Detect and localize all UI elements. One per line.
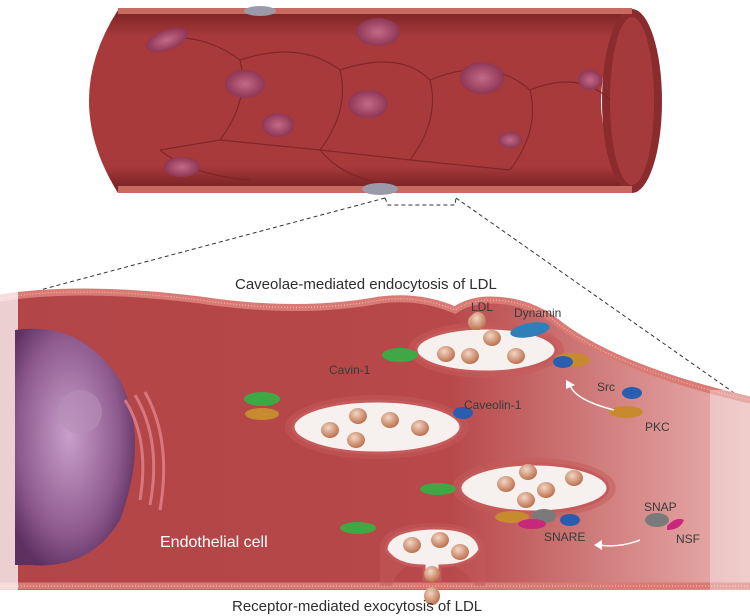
- ldl-particle: [403, 537, 421, 553]
- label-ldl: LDL: [471, 300, 494, 314]
- label-cavin: Cavin-1: [329, 363, 371, 377]
- snap-free: [645, 513, 669, 527]
- ldl-particle: [565, 470, 583, 486]
- label-nsf: NSF: [676, 532, 700, 546]
- cavin-protein: [244, 392, 280, 406]
- blood-vessel: [89, 6, 662, 195]
- src-protein: [560, 514, 580, 526]
- ldl-particle: [424, 587, 440, 605]
- label-snare: SNARE: [544, 530, 586, 544]
- exocytosis-vesicle: [380, 522, 485, 605]
- ldl-particle: [321, 422, 339, 438]
- pkc-protein: [245, 408, 279, 420]
- ldl-particle: [537, 482, 555, 498]
- pkc-free: [609, 406, 643, 418]
- title-top: Caveolae-mediated endocytosis of LDL: [235, 276, 497, 293]
- cavin-protein: [382, 348, 418, 362]
- ldl-particle-entering: [470, 312, 486, 330]
- ldl-particle: [519, 464, 537, 480]
- src-protein: [553, 356, 573, 368]
- zoom-lines: [39, 197, 750, 405]
- ldl-particle: [411, 420, 429, 436]
- ldl-particle: [451, 544, 469, 560]
- ldl-particle: [507, 348, 525, 364]
- label-endothelial-cell: Endothelial cell: [160, 534, 268, 551]
- ldl-particle: [381, 412, 399, 428]
- dynamin-protein: [510, 322, 550, 338]
- caveola-vesicle-3: [452, 458, 616, 518]
- arrowhead: [566, 380, 575, 389]
- label-src: Src: [597, 380, 615, 394]
- ldl-particle: [497, 476, 515, 492]
- snare-protein: [518, 519, 546, 529]
- label-dynamin: Dynamin: [514, 306, 562, 320]
- cell-nucleus: [15, 328, 166, 566]
- caveola-vesicle-2: [285, 395, 469, 459]
- ldl-particle: [347, 432, 365, 448]
- ldl-particle: [431, 532, 449, 548]
- vessel-cell-nuclei: [146, 6, 602, 195]
- label-caveolin: Caveolin-1: [464, 398, 522, 412]
- label-snap: SNAP: [644, 500, 677, 514]
- pkc-protein: [495, 511, 529, 523]
- ldl-particle: [349, 408, 367, 424]
- title-bottom: Receptor-mediated exocytosis of LDL: [232, 598, 483, 615]
- ldl-particle: [424, 566, 440, 582]
- arrowhead: [594, 540, 602, 550]
- ldl-particle: [437, 346, 455, 362]
- ldl-particle: [517, 492, 535, 508]
- cavin-protein: [340, 522, 376, 534]
- ldl-particle: [461, 348, 479, 364]
- cavin-protein: [420, 483, 456, 495]
- nsf-free: [667, 518, 684, 530]
- arrow-phosphorylation: [569, 384, 615, 411]
- ldl-particle: [483, 330, 501, 346]
- caveolin-protein: [453, 407, 473, 419]
- label-pkc: PKC: [645, 420, 670, 434]
- src-free: [622, 387, 642, 399]
